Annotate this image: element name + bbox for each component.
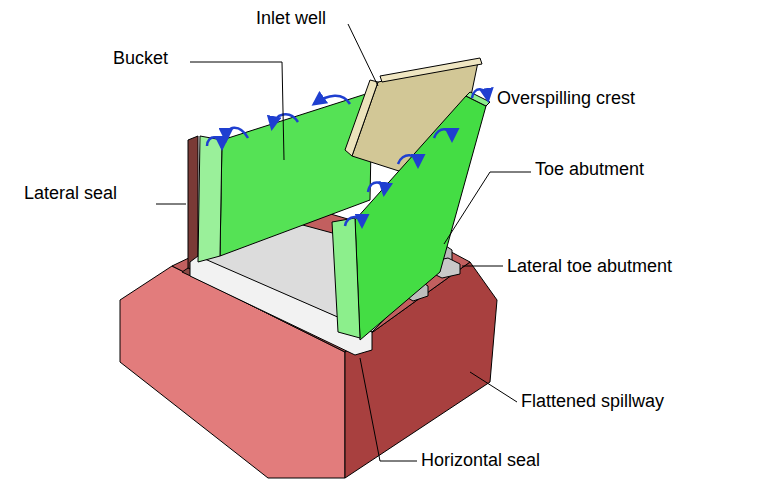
part-label: Inlet well — [256, 7, 326, 29]
part-label: Horizontal seal — [421, 449, 540, 471]
part-label: Toe abutment — [535, 158, 644, 180]
part-label: Lateral seal — [24, 182, 117, 204]
part-label: Lateral toe abutment — [507, 255, 672, 277]
part-label: Overspilling crest — [497, 87, 635, 109]
leader-lines — [156, 24, 531, 461]
overflow-arrows — [207, 89, 488, 226]
bucket-right-wall — [332, 92, 490, 340]
part-label: Flattened spillway — [521, 390, 664, 412]
part-label: Bucket — [113, 47, 168, 69]
